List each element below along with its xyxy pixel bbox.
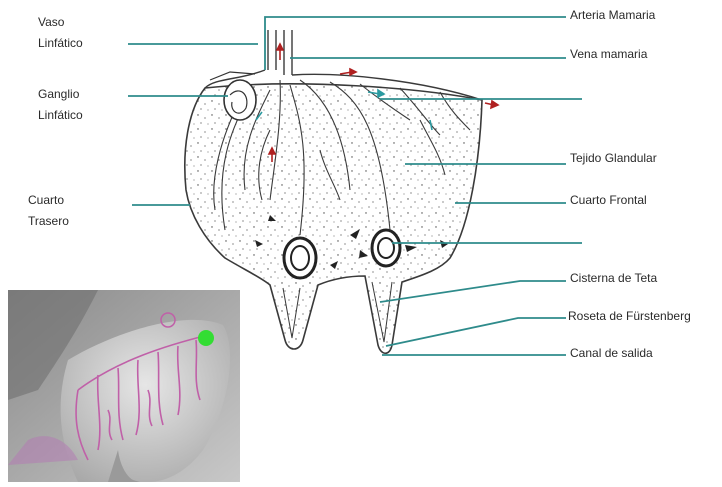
udder-photo	[8, 290, 240, 482]
gland-cistern-left	[284, 238, 316, 278]
udder-photo-art	[8, 290, 240, 482]
gland-cistern-right	[372, 230, 400, 266]
leader-arteria-mamaria	[265, 17, 566, 70]
leader-cisterna-teta	[380, 281, 566, 302]
leader-roseta-furstenberg	[386, 318, 566, 346]
photo-green-dot	[198, 330, 214, 346]
